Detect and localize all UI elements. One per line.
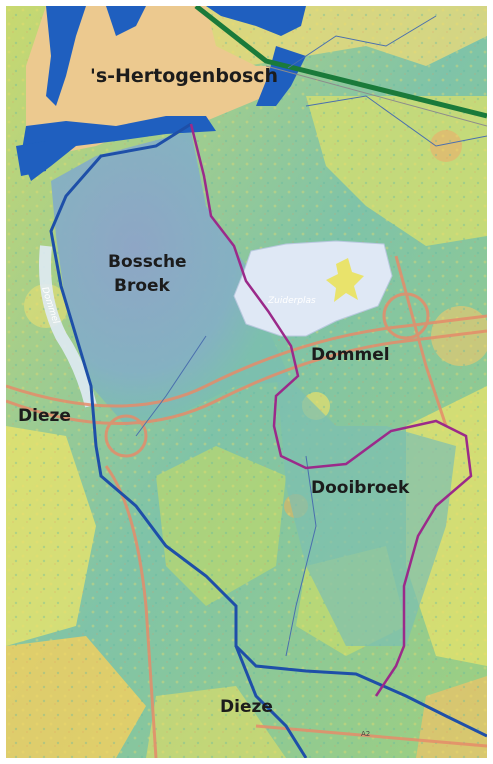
- railway-line: [194, 6, 487, 119]
- elevation-map[interactable]: 's-Hertogenbosch Bossche Broek Dommel Di…: [6, 6, 487, 758]
- brooks: [135, 15, 487, 657]
- river-dieze-branch: [234, 645, 308, 758]
- label-city: 's-Hertogenbosch: [90, 65, 278, 87]
- label-broek: Broek: [114, 276, 171, 296]
- map-frame: 's-Hertogenbosch Bossche Broek Dommel Di…: [6, 6, 487, 758]
- label-dieze-bottom: Dieze: [220, 697, 273, 717]
- river-dommel[interactable]: [189, 123, 473, 697]
- label-bossche: Bossche: [108, 252, 187, 272]
- zuiderplas-lake[interactable]: [233, 240, 393, 337]
- label-dooibroek: Dooibroek: [311, 478, 410, 498]
- island-star: [326, 258, 364, 302]
- label-road-a2: A2: [361, 730, 370, 738]
- roads: [6, 255, 487, 758]
- polder-dooibroek: [276, 366, 456, 646]
- label-dieze-left: Dieze: [18, 406, 71, 426]
- old-dommel-channel: [39, 245, 97, 408]
- polder-bossche-broek: [51, 131, 291, 426]
- river-dieze[interactable]: [49, 122, 487, 738]
- label-dommel-large: Dommel: [311, 345, 390, 365]
- label-zuiderplas: Zuiderplas: [267, 296, 316, 306]
- city-area: [26, 6, 288, 156]
- city-water: [16, 6, 306, 181]
